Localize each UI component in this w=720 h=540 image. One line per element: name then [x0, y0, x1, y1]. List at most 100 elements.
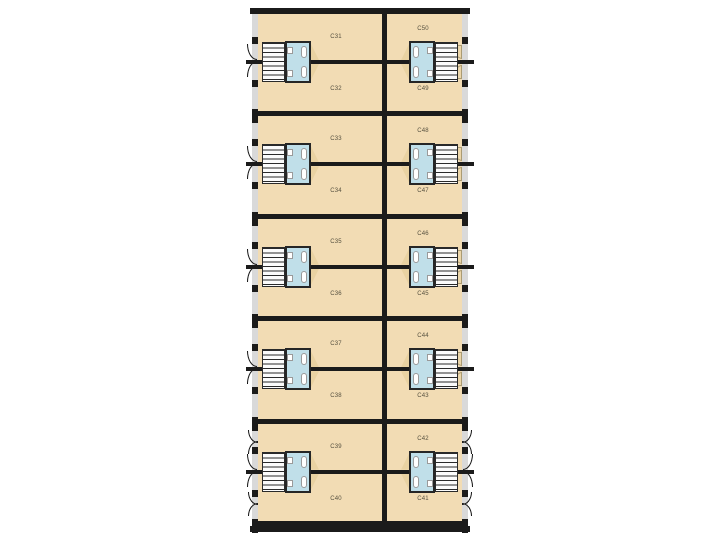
toilet-icon	[301, 475, 307, 488]
wall-segment	[462, 344, 468, 352]
wall-segment	[252, 416, 258, 431]
door-swing-icon	[311, 44, 319, 60]
floor-section: C33 C34 C48 C47	[246, 116, 474, 226]
wall-segment	[252, 489, 258, 497]
room-label: C38	[330, 393, 342, 400]
top-exterior-wall	[250, 8, 470, 14]
party-wall	[246, 469, 474, 474]
toilet-icon	[413, 168, 419, 181]
section-divider-wall	[252, 520, 468, 526]
toilet-icon	[301, 455, 307, 468]
toilet-icon	[413, 353, 419, 366]
sink-icon	[287, 377, 293, 385]
wall-segment	[462, 37, 468, 44]
room-label: C47	[417, 188, 429, 195]
toilet-icon	[301, 250, 307, 263]
staircase	[435, 246, 458, 287]
sink-icon	[287, 456, 293, 464]
wall-segment	[252, 314, 258, 329]
bathroom	[409, 245, 435, 288]
wall-segment	[252, 241, 258, 249]
wall-segment	[252, 518, 258, 533]
sink-icon	[287, 172, 293, 180]
toilet-icon	[413, 148, 419, 161]
sink-icon	[427, 377, 433, 385]
staircase	[435, 451, 458, 492]
section-divider-wall	[252, 213, 468, 219]
sink-icon	[287, 47, 293, 54]
room-label: C49	[417, 86, 429, 92]
toilet-icon	[301, 270, 307, 283]
toilet-icon	[413, 46, 419, 58]
toilet-icon	[413, 250, 419, 263]
toilet-icon	[301, 168, 307, 181]
room-label: C44	[417, 333, 429, 340]
sink-icon	[427, 47, 433, 54]
stair-bathroom-unit	[262, 450, 319, 493]
wall-segment	[252, 80, 258, 87]
stair-bathroom-unit	[401, 245, 458, 288]
party-wall	[246, 264, 474, 269]
sink-icon	[287, 479, 293, 487]
center-party-wall	[382, 8, 387, 532]
door-swing-icon	[311, 473, 319, 490]
sink-icon	[287, 251, 293, 259]
staircase	[262, 144, 285, 185]
wall-segment	[462, 518, 468, 533]
double-door-icon	[462, 429, 472, 454]
sink-icon	[427, 479, 433, 487]
toilet-icon	[413, 66, 419, 78]
floor-section: C37 C38 C44 C43	[246, 321, 474, 431]
room-label: C31	[330, 34, 342, 40]
sink-icon	[427, 149, 433, 157]
double-door-icon	[462, 491, 472, 516]
door-swing-icon	[401, 351, 409, 368]
staircase	[262, 349, 285, 390]
door-swing-icon	[311, 166, 319, 183]
wall-segment	[462, 211, 468, 226]
stair-bathroom-unit	[401, 143, 458, 186]
staircase	[262, 246, 285, 287]
wall-segment	[462, 446, 468, 454]
stair-bathroom-unit	[262, 41, 319, 83]
toilet-icon	[301, 148, 307, 161]
room-label: C40	[330, 495, 342, 502]
staircase	[435, 349, 458, 390]
staircase	[435, 42, 458, 82]
floor-section: C39 C40 C42 C41	[246, 424, 474, 533]
staircase	[262, 451, 285, 492]
wall-segment	[252, 139, 258, 147]
door-arc-icon	[247, 351, 257, 368]
wall-segment	[252, 211, 258, 226]
toilet-icon	[301, 66, 307, 78]
bathroom	[285, 245, 311, 288]
section-divider-wall	[252, 418, 468, 424]
window-strip-right	[462, 14, 468, 526]
wall-segment	[462, 80, 468, 87]
stair-bathroom-unit	[262, 348, 319, 391]
floor-section: C35 C36 C46 C45	[246, 219, 474, 329]
door-arc-icon	[247, 146, 257, 163]
door-swing-icon	[311, 248, 319, 265]
door-swing-icon	[401, 146, 409, 163]
room-label: C48	[417, 128, 429, 135]
door-swing-icon	[401, 64, 409, 80]
wall-segment	[462, 182, 468, 190]
bottom-exterior-wall	[250, 526, 470, 532]
room-label: C33	[330, 136, 342, 143]
door-arc-icon	[247, 44, 257, 60]
sink-icon	[427, 354, 433, 362]
sink-icon	[287, 274, 293, 282]
wall-segment	[252, 109, 258, 124]
wall-segment	[462, 241, 468, 249]
door-swing-icon	[311, 351, 319, 368]
toilet-icon	[413, 475, 419, 488]
party-wall	[246, 60, 474, 64]
door-swing-icon	[311, 64, 319, 80]
wall-segment	[252, 446, 258, 454]
door-swing-icon	[401, 371, 409, 388]
door-swing-icon	[401, 268, 409, 285]
sink-icon	[427, 274, 433, 282]
bathroom	[285, 450, 311, 493]
staircase	[435, 144, 458, 185]
